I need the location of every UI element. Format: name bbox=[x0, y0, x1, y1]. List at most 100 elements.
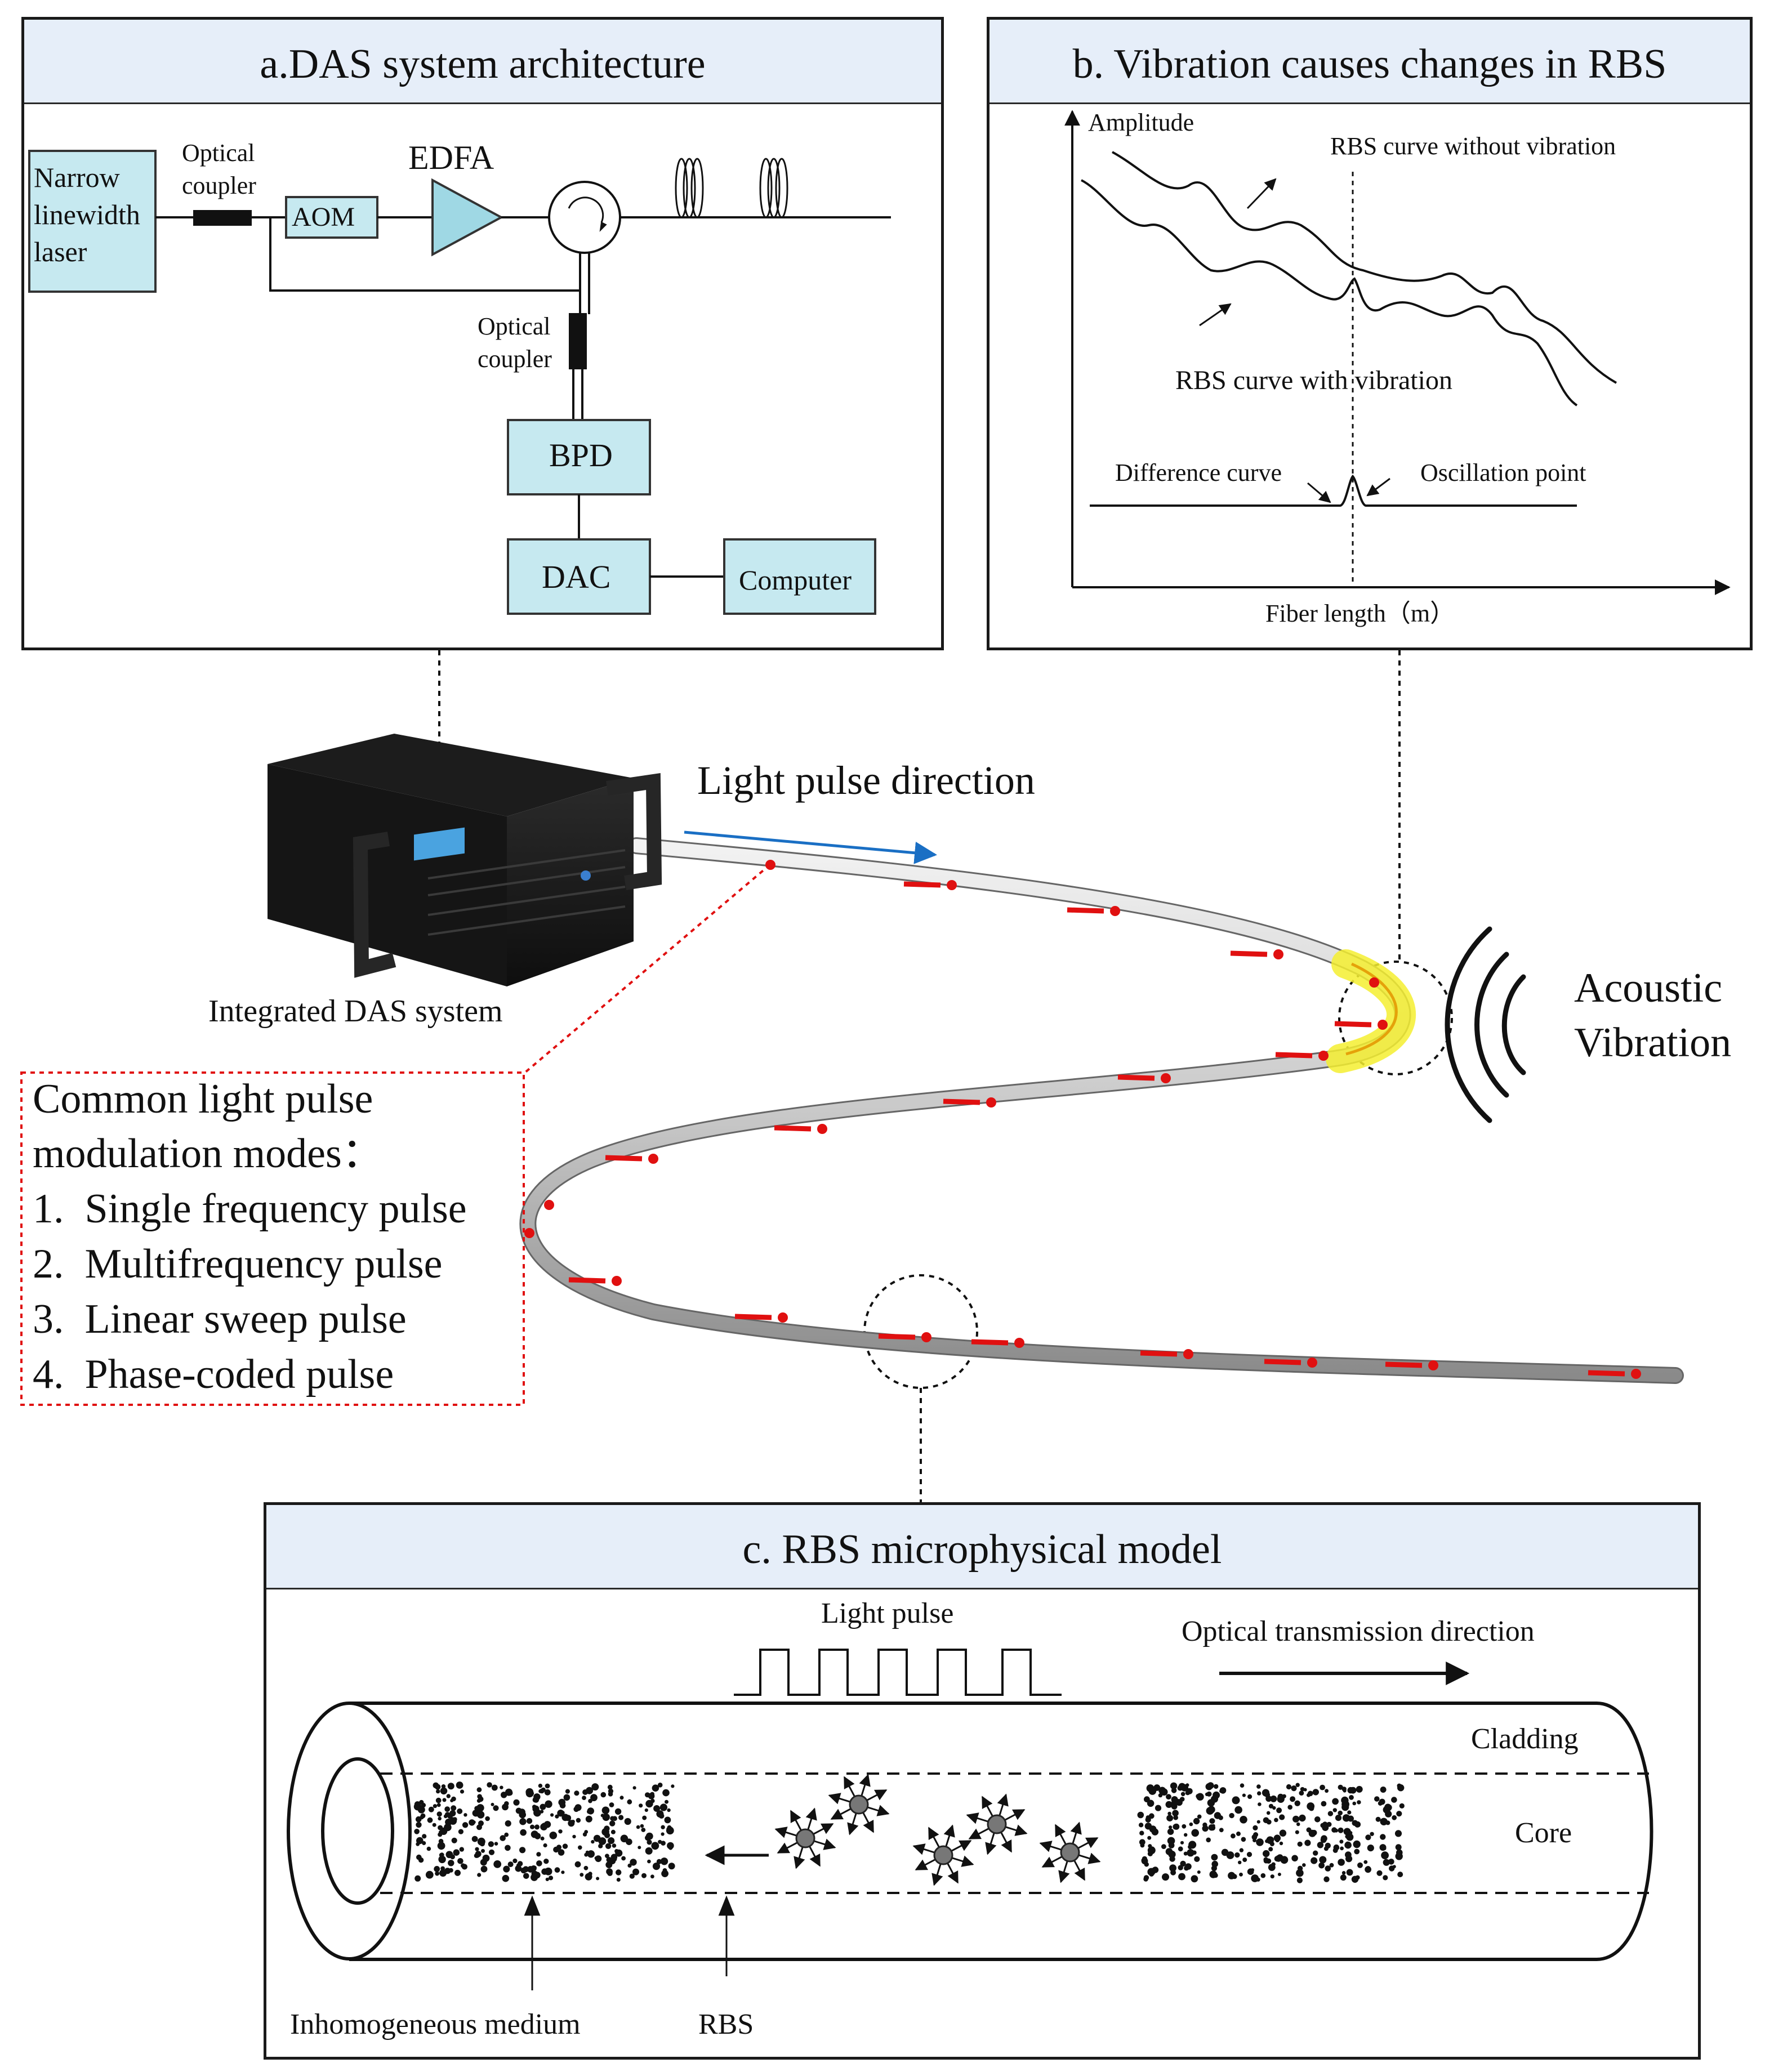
medium-dot bbox=[1149, 1872, 1154, 1877]
medium-dot bbox=[1258, 1802, 1262, 1806]
medium-dot bbox=[534, 1833, 541, 1839]
medium-dot bbox=[601, 1828, 609, 1836]
medium-dot bbox=[1334, 1828, 1339, 1833]
inhomogeneous-medium-dots bbox=[413, 1781, 1405, 1883]
medium-dot bbox=[605, 1854, 609, 1859]
medium-dot bbox=[1379, 1844, 1387, 1851]
medium-dot bbox=[1279, 1814, 1285, 1820]
dac-label: DAC bbox=[542, 559, 611, 595]
medium-dot bbox=[444, 1812, 451, 1818]
medium-dot bbox=[1187, 1849, 1194, 1857]
medium-dot bbox=[653, 1805, 661, 1812]
inhomogeneous-label: Inhomogeneous medium bbox=[290, 2008, 581, 2040]
medium-dot bbox=[1145, 1816, 1151, 1823]
pulse-dot bbox=[986, 1097, 996, 1108]
medium-dot bbox=[1290, 1796, 1296, 1802]
medium-dot bbox=[1357, 1800, 1361, 1805]
without-vibration-label: RBS curve without vibration bbox=[1330, 132, 1616, 160]
medium-dot bbox=[1370, 1832, 1374, 1836]
medium-dot bbox=[442, 1798, 447, 1802]
medium-dot bbox=[417, 1806, 425, 1814]
medium-dot bbox=[473, 1811, 478, 1816]
medium-dot bbox=[1173, 1815, 1179, 1820]
panel-rbs-model: c. RBS microphysical model bbox=[264, 1502, 1701, 2060]
medium-dot bbox=[582, 1832, 587, 1837]
pulse-dot bbox=[1378, 1020, 1388, 1030]
medium-dot bbox=[1256, 1784, 1261, 1789]
medium-dot bbox=[1214, 1784, 1219, 1789]
coupler-2-label-line1: Optical bbox=[478, 312, 551, 340]
pulse-dash bbox=[1385, 1361, 1423, 1368]
medium-dot bbox=[435, 1797, 442, 1803]
medium-dot bbox=[1345, 1834, 1349, 1839]
pulse-dot bbox=[947, 880, 957, 890]
medium-dot bbox=[609, 1802, 614, 1807]
scattering-particle bbox=[774, 1807, 836, 1869]
medium-dot bbox=[1170, 1869, 1176, 1875]
medium-dot bbox=[1192, 1850, 1197, 1855]
medium-dot bbox=[586, 1787, 594, 1794]
medium-dot bbox=[1234, 1806, 1242, 1814]
medium-dot bbox=[1219, 1828, 1224, 1833]
medium-dot bbox=[1394, 1830, 1402, 1837]
device-label: Integrated DAS system bbox=[208, 994, 503, 1029]
medium-dot bbox=[1240, 1783, 1245, 1788]
medium-dot bbox=[1319, 1856, 1327, 1864]
rbs-label: RBS bbox=[698, 2008, 754, 2040]
medium-dot bbox=[661, 1841, 666, 1846]
coupler-1 bbox=[193, 210, 252, 226]
medium-dot bbox=[627, 1799, 632, 1805]
computer-label: Computer bbox=[739, 564, 852, 596]
medium-dot bbox=[504, 1832, 509, 1837]
coupler-2-label-line2: coupler bbox=[478, 345, 552, 373]
medium-dot bbox=[1327, 1811, 1334, 1816]
medium-dot bbox=[487, 1782, 492, 1788]
medium-dot bbox=[505, 1820, 511, 1827]
medium-dot bbox=[438, 1855, 446, 1864]
medium-dot bbox=[1214, 1812, 1222, 1819]
medium-dot bbox=[533, 1808, 541, 1817]
medium-dot bbox=[1329, 1863, 1334, 1868]
medium-dot bbox=[1169, 1825, 1173, 1829]
medium-dot bbox=[626, 1838, 632, 1845]
medium-dot bbox=[1189, 1822, 1193, 1827]
medium-dot bbox=[585, 1815, 592, 1823]
medium-dot bbox=[540, 1810, 544, 1814]
medium-dot bbox=[1185, 1863, 1192, 1870]
medium-dot bbox=[666, 1827, 670, 1831]
light-pulse-label: Light pulse bbox=[821, 1597, 954, 1629]
medium-dot bbox=[416, 1821, 422, 1828]
medium-dot bbox=[1325, 1789, 1329, 1793]
pulse-dot bbox=[524, 1228, 534, 1238]
medium-dot bbox=[507, 1861, 514, 1868]
medium-dot bbox=[519, 1818, 527, 1825]
direction-arrow bbox=[684, 830, 937, 864]
medium-dot bbox=[475, 1847, 479, 1851]
medium-dot bbox=[621, 1856, 626, 1861]
medium-dot bbox=[523, 1873, 529, 1879]
panel-b-title: b. Vibration causes changes in RBS bbox=[1072, 41, 1667, 87]
medium-dot bbox=[1341, 1875, 1347, 1881]
medium-dot bbox=[1276, 1807, 1282, 1814]
medium-dot bbox=[520, 1829, 527, 1836]
medium-dot bbox=[1292, 1856, 1297, 1861]
medium-dot bbox=[1229, 1812, 1234, 1819]
edfa-label: EDFA bbox=[408, 139, 494, 176]
medium-dot bbox=[1332, 1808, 1337, 1812]
medium-dot bbox=[503, 1865, 510, 1873]
medium-dot bbox=[590, 1794, 598, 1802]
medium-dot bbox=[1397, 1872, 1403, 1878]
medium-dot bbox=[1173, 1823, 1180, 1830]
medium-dot bbox=[1253, 1838, 1256, 1843]
medium-dot bbox=[1194, 1856, 1200, 1862]
medium-dot bbox=[627, 1863, 632, 1868]
medium-dot bbox=[614, 1808, 622, 1815]
medium-dot bbox=[1376, 1870, 1383, 1876]
acoustic-label-line1: Acoustic bbox=[1574, 965, 1723, 1011]
medium-dot bbox=[1207, 1782, 1214, 1789]
pulse-dash bbox=[1275, 1052, 1313, 1059]
pulse-dash bbox=[903, 881, 941, 888]
medium-dot bbox=[461, 1864, 468, 1870]
medium-dot bbox=[1144, 1862, 1149, 1867]
medium-dot bbox=[1296, 1877, 1303, 1883]
